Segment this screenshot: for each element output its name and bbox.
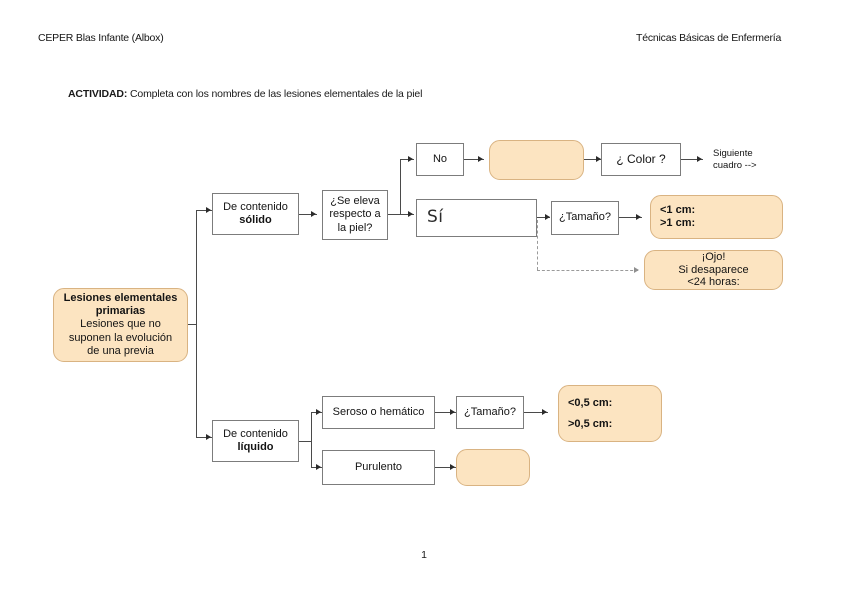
arrow-to-purulent-node [316, 463, 321, 470]
arrow-to-size-question-solid [545, 213, 550, 220]
arrow-to-blank-purulent [450, 463, 455, 470]
box-size-liquid[interactable]: <0,5 cm: >0,5 cm: [558, 385, 662, 442]
connector-size-to-sizebox-liquid [524, 412, 548, 414]
root-body-line3: de una previa [87, 344, 154, 357]
warning-line1: ¡Ojo! [701, 251, 726, 264]
warning-line2: Si desaparece [678, 263, 749, 276]
connector-serous-to-size [435, 412, 456, 414]
arrow-to-serous-node [316, 408, 321, 415]
connector-no-to-blank [464, 159, 484, 161]
connector-to-no [400, 159, 414, 161]
box-size-solid[interactable]: <1 cm: >1 cm: [650, 195, 783, 239]
no-label: No [432, 152, 448, 165]
activity-label: ACTIVIDAD: [68, 88, 128, 100]
node-question-size-solid[interactable]: ¿Tamaño? [551, 201, 619, 235]
node-answer-si[interactable]: Sí [416, 199, 537, 237]
connector-question-split-vertical [400, 159, 402, 215]
connector-question-stub [388, 214, 401, 216]
connector-to-si [400, 214, 414, 216]
serous-label: Seroso o hemático [332, 405, 425, 418]
arrow-to-size-box-solid [636, 213, 641, 220]
arrow-to-size-box-liquid [542, 408, 547, 415]
arrow-to-color-question [596, 155, 601, 162]
elevation-q-line1: ¿Se eleva [330, 194, 380, 207]
connector-liquid-split-vertical [311, 412, 313, 468]
header-right-text: Técnicas Básicas de Enfermería [636, 32, 782, 44]
elevation-q-line2: respecto a [329, 208, 381, 221]
node-question-size-liquid[interactable]: ¿Tamaño? [456, 396, 524, 429]
node-question-elevation[interactable]: ¿Se eleva respecto a la piel? [322, 190, 388, 240]
blank-answer-no-elevated[interactable] [489, 140, 584, 180]
arrow-to-liquid-node [206, 433, 211, 440]
purulent-label: Purulento [354, 460, 403, 473]
arrow-to-elevation-question [311, 210, 316, 217]
blank-answer-purulent[interactable] [456, 449, 530, 486]
size-question-solid-label: ¿Tamaño? [559, 211, 611, 224]
page-number: 1 [421, 549, 427, 561]
liquid-label-line1: De contenido [223, 427, 288, 440]
solid-label-line1: De contenido [223, 200, 288, 213]
connector-blank-to-color [584, 159, 602, 161]
warning-line3: <24 horas: [687, 276, 740, 289]
connector-trunk-to-liquid [196, 437, 212, 439]
color-question-label: ¿ Color ? [616, 151, 666, 166]
connector-purulent-to-blank [435, 467, 456, 469]
node-root-primary-lesions[interactable]: Lesiones elementales primarias Lesiones … [53, 288, 188, 362]
solid-label-line2: sólido [239, 214, 272, 226]
next-chart-note: Siguiente cuadro --> [713, 148, 757, 171]
header-left-text: CEPER Blas Infante (Albox) [38, 32, 164, 44]
box-warning-ojo[interactable]: ¡Ojo! Si desaparece <24 horas: [644, 250, 783, 290]
root-body-line2: suponen la evolución [68, 331, 173, 344]
size-liquid-line1: <0,5 cm: [568, 396, 613, 409]
dashed-connector-horizontal [537, 270, 638, 271]
connector-liquid-stub [299, 441, 312, 443]
node-answer-no[interactable]: No [416, 143, 464, 176]
arrow-to-size-question-liquid [450, 408, 455, 415]
connector-solid-to-question [299, 214, 317, 216]
node-solid-content[interactable]: De contenido sólido [212, 193, 299, 235]
arrow-to-warning-box [634, 266, 639, 273]
connector-root-stub [188, 324, 197, 326]
connector-color-to-next [681, 159, 703, 161]
size-question-liquid-label: ¿Tamaño? [464, 405, 516, 418]
arrow-to-blank-no [478, 155, 483, 162]
activity-text: Completa con los nombres de las lesiones… [129, 88, 423, 100]
size-solid-line1: <1 cm: [660, 204, 696, 216]
connector-trunk-vertical [196, 210, 198, 438]
node-serous-hematic[interactable]: Seroso o hemático [322, 396, 435, 429]
node-purulent[interactable]: Purulento [322, 450, 435, 485]
connector-size-to-sizebox [619, 217, 642, 219]
liquid-label-line2: líquido [237, 441, 274, 453]
si-label: Sí [427, 207, 444, 228]
node-liquid-content[interactable]: De contenido líquido [212, 420, 299, 462]
size-liquid-line2: >0,5 cm: [568, 417, 613, 430]
root-title-line2: primarias [95, 305, 146, 318]
arrow-to-solid-node [206, 206, 211, 213]
elevation-q-line3: la piel? [337, 221, 373, 234]
connector-si-to-size [537, 217, 550, 219]
arrow-to-no-node [408, 155, 413, 162]
root-title-line1: Lesiones elementales [63, 291, 178, 304]
size-solid-line2: >1 cm: [660, 217, 696, 229]
activity-line: ACTIVIDAD: Completa con los nombres de l… [68, 88, 422, 100]
connector-trunk-to-solid [196, 210, 212, 212]
root-body-line1: Lesiones que no [80, 318, 161, 331]
arrow-to-next-chart [697, 155, 702, 162]
dashed-connector-vertical [537, 220, 538, 270]
node-question-color[interactable]: ¿ Color ? [601, 143, 681, 176]
arrow-to-si-node [408, 210, 413, 217]
